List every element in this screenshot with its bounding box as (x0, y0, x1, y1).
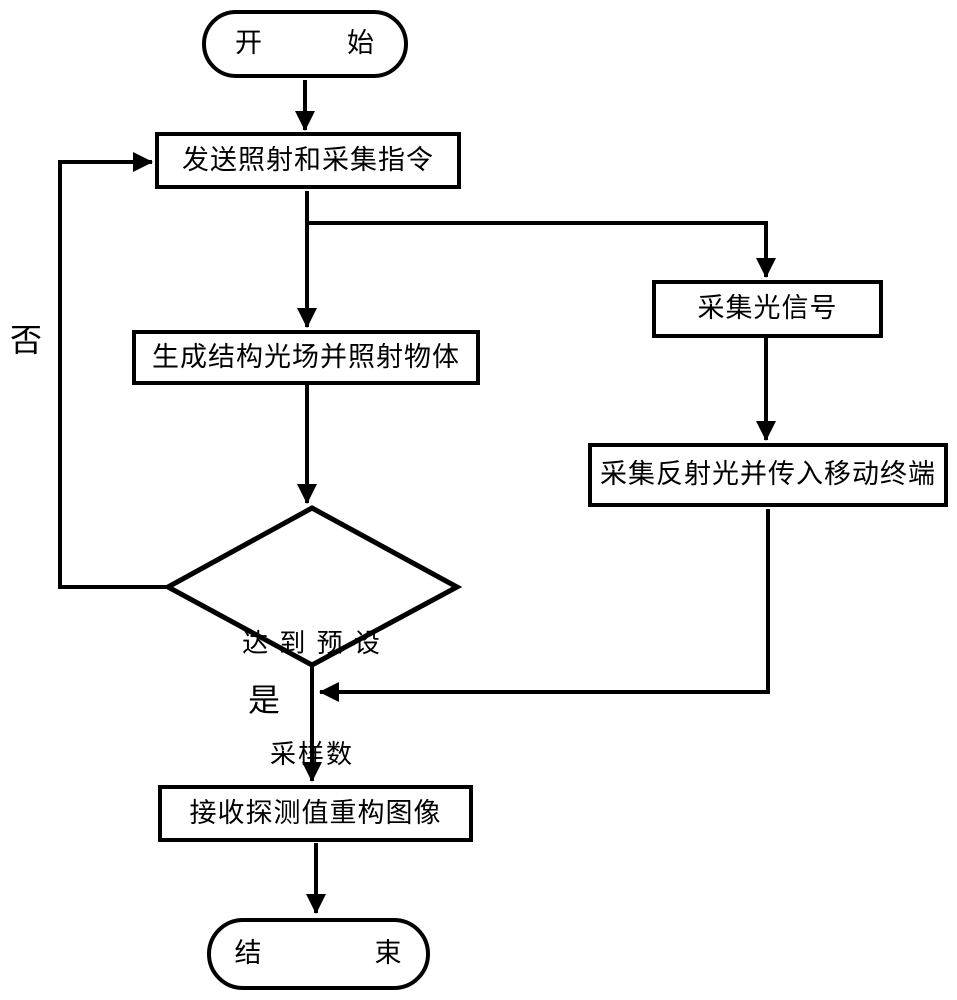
generate-light-field-box: 生成结构光场并照射物体 (132, 330, 480, 385)
collect-reflected-light-label: 采集反射光并传入移动终端 (600, 459, 936, 490)
end-terminal: 结 束 (207, 918, 430, 990)
decision-label-line2: 采样数 (269, 739, 354, 769)
edge-no-loop (58, 152, 168, 589)
reconstruct-image-box: 接收探测值重构图像 (158, 785, 473, 842)
send-command-box: 发送照射和采集指令 (155, 132, 461, 189)
generate-light-field-label: 生成结构光场并照射物体 (152, 341, 460, 372)
start-label: 开 始 (235, 28, 375, 59)
decision-label-line1: 达 到 预 设 (242, 628, 382, 658)
start-terminal: 开 始 (202, 10, 408, 78)
edge-reflected-to-junction (319, 509, 770, 702)
collect-light-signal-box: 采集光信号 (652, 280, 883, 338)
reconstruct-image-label: 接收探测值重构图像 (189, 797, 442, 828)
edge-branch-to-collect-signal (307, 221, 776, 278)
no-edge-label: 否 (10, 322, 43, 358)
decision-diamond: 达 到 预 设 采样数 (212, 551, 412, 847)
collect-reflected-light-box: 采集反射光并传入移动终端 (588, 443, 948, 507)
send-command-label: 发送照射和采集指令 (182, 144, 434, 175)
decision-diamond-shape (162, 505, 463, 668)
collect-light-signal-label: 采集光信号 (697, 293, 838, 324)
end-label: 结 束 (234, 938, 403, 969)
yes-edge-label: 是 (248, 682, 281, 718)
